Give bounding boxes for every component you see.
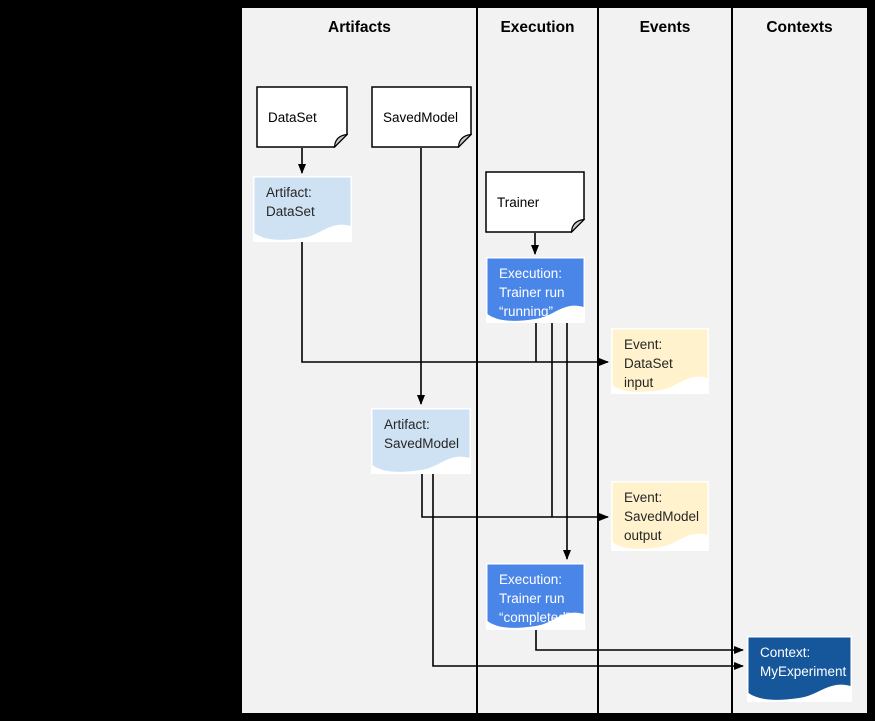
wave-document-shape	[487, 258, 584, 321]
wave-document-shape	[487, 564, 584, 628]
node-line: “running”	[499, 304, 554, 319]
node-line: Trainer run	[499, 285, 565, 300]
node-line: Execution:	[499, 572, 563, 587]
node-execution-completed: Execution: Trainer run “completed”	[486, 563, 585, 630]
column-header-events: Events	[639, 19, 691, 36]
node-line: Artifact:	[384, 417, 430, 432]
node-context-myexperiment: Context: MyExperiment	[747, 636, 852, 702]
connector-artifact-savedmodel-to-context	[432, 460, 744, 670]
node-line: DataSet input	[624, 356, 673, 390]
folded-corner-icon	[333, 133, 348, 148]
connector-lines	[298, 148, 744, 670]
column-divider	[597, 8, 599, 713]
wave-document-shape	[372, 409, 470, 472]
node-line: Event:	[624, 490, 663, 505]
wave-document-shape	[612, 329, 708, 392]
node-line: DataSet	[266, 204, 315, 219]
wave-document-shape	[748, 637, 851, 700]
node-line: output	[624, 528, 662, 543]
column-divider	[476, 8, 478, 713]
connector-artifact-dataset-to-event-input	[301, 228, 609, 366]
node-artifact-savedmodel: Artifact: SavedModel	[371, 408, 471, 474]
node-execution-running: Execution: Trainer run “running”	[486, 257, 585, 323]
column-header-execution: Execution	[500, 19, 575, 36]
node-line: Trainer run	[499, 591, 565, 606]
column-divider	[731, 8, 733, 713]
node-line: MyExperiment	[760, 664, 847, 679]
node-line: “completed”	[499, 610, 571, 625]
node-label: SavedModel	[383, 109, 459, 125]
folded-corner-icon	[457, 133, 472, 148]
node-line: SavedModel	[384, 436, 460, 451]
node-line: Artifact:	[266, 185, 312, 200]
node-event-savedmodel-output: Event: SavedModel output	[611, 481, 709, 551]
column-header-artifacts: Artifacts	[328, 19, 391, 36]
node-trainer: Trainer	[485, 171, 585, 233]
node-label: DataSet	[268, 109, 317, 125]
column-header-contexts: Contexts	[766, 19, 833, 36]
column-headers: Artifacts Execution Events Contexts	[242, 19, 867, 37]
connector-artifact-savedmodel-to-event-output	[421, 460, 609, 521]
node-dataset: DataSet	[256, 86, 348, 148]
node-event-dataset-input: Event: DataSet input	[611, 328, 709, 394]
node-line: Context:	[760, 645, 811, 660]
node-line: SavedModel	[624, 509, 700, 524]
wave-document-shape	[254, 177, 351, 240]
node-label: Trainer	[497, 194, 540, 210]
folded-corner-icon	[570, 218, 585, 233]
node-savedmodel: SavedModel	[371, 86, 472, 148]
node-line: Event:	[624, 337, 663, 352]
node-artifact-dataset: Artifact: DataSet	[253, 176, 352, 242]
wave-document-shape	[612, 482, 708, 549]
node-line: Execution:	[499, 266, 563, 281]
diagram-canvas: Artifacts Execution Events Contexts	[242, 8, 867, 713]
